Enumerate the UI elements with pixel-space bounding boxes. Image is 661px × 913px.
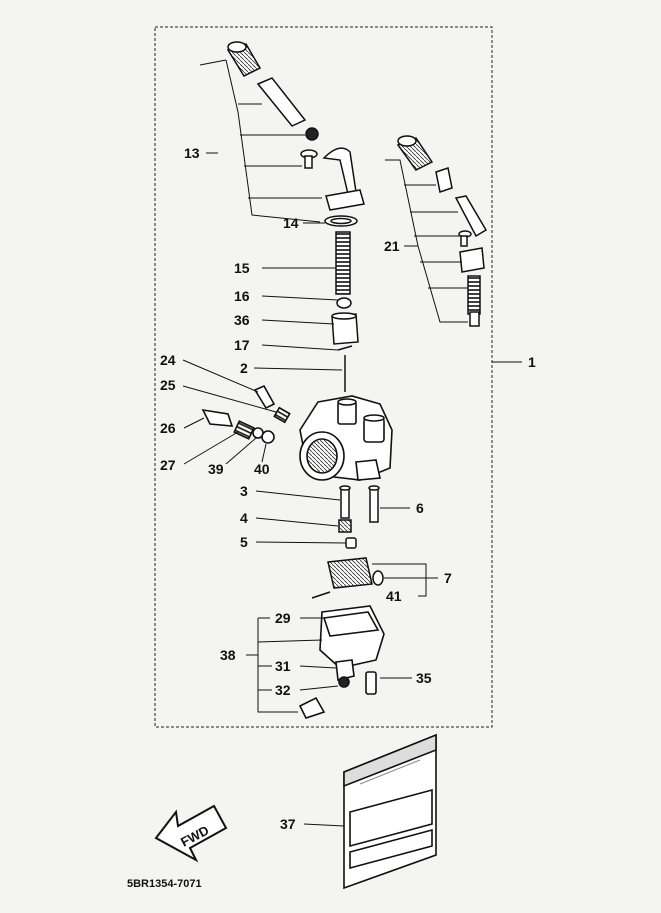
label-38: 38 [220,647,236,663]
label-31: 31 [275,658,291,674]
label-35: 35 [416,670,432,686]
label-21: 21 [384,238,400,254]
gasket-package [343,733,437,890]
label-24: 24 [160,352,176,368]
throttle-cable-part [226,41,365,392]
label-15: 15 [234,260,250,276]
carburetor-body [201,384,393,481]
label-5: 5 [240,534,248,550]
label-40: 40 [254,461,270,477]
label-32: 32 [275,682,291,698]
choke-cable-part [396,135,488,327]
label-3: 3 [240,483,248,499]
label-41: 41 [386,588,402,604]
diagram-code: 5BR1354-7071 [127,878,202,890]
label-7: 7 [444,570,452,586]
label-6: 6 [416,500,424,516]
label-14: 14 [283,215,299,231]
float-part [311,557,384,599]
label-29: 29 [275,610,291,626]
label-27: 27 [160,457,176,473]
jet-parts [338,485,380,549]
leader-lines [182,59,522,827]
label-25: 25 [160,377,176,393]
label-37: 37 [280,816,296,832]
label-2: 2 [240,360,248,376]
float-bowl [298,605,385,719]
label-17: 17 [234,337,250,353]
label-16: 16 [234,288,250,304]
label-39: 39 [208,461,224,477]
assembly-frame [154,26,493,728]
forward-arrow-icon: FWD [154,804,228,863]
label-1: 1 [528,354,536,370]
label-4: 4 [240,510,248,526]
label-13: 13 [184,145,200,161]
label-26: 26 [160,420,176,436]
label-36: 36 [234,312,250,328]
